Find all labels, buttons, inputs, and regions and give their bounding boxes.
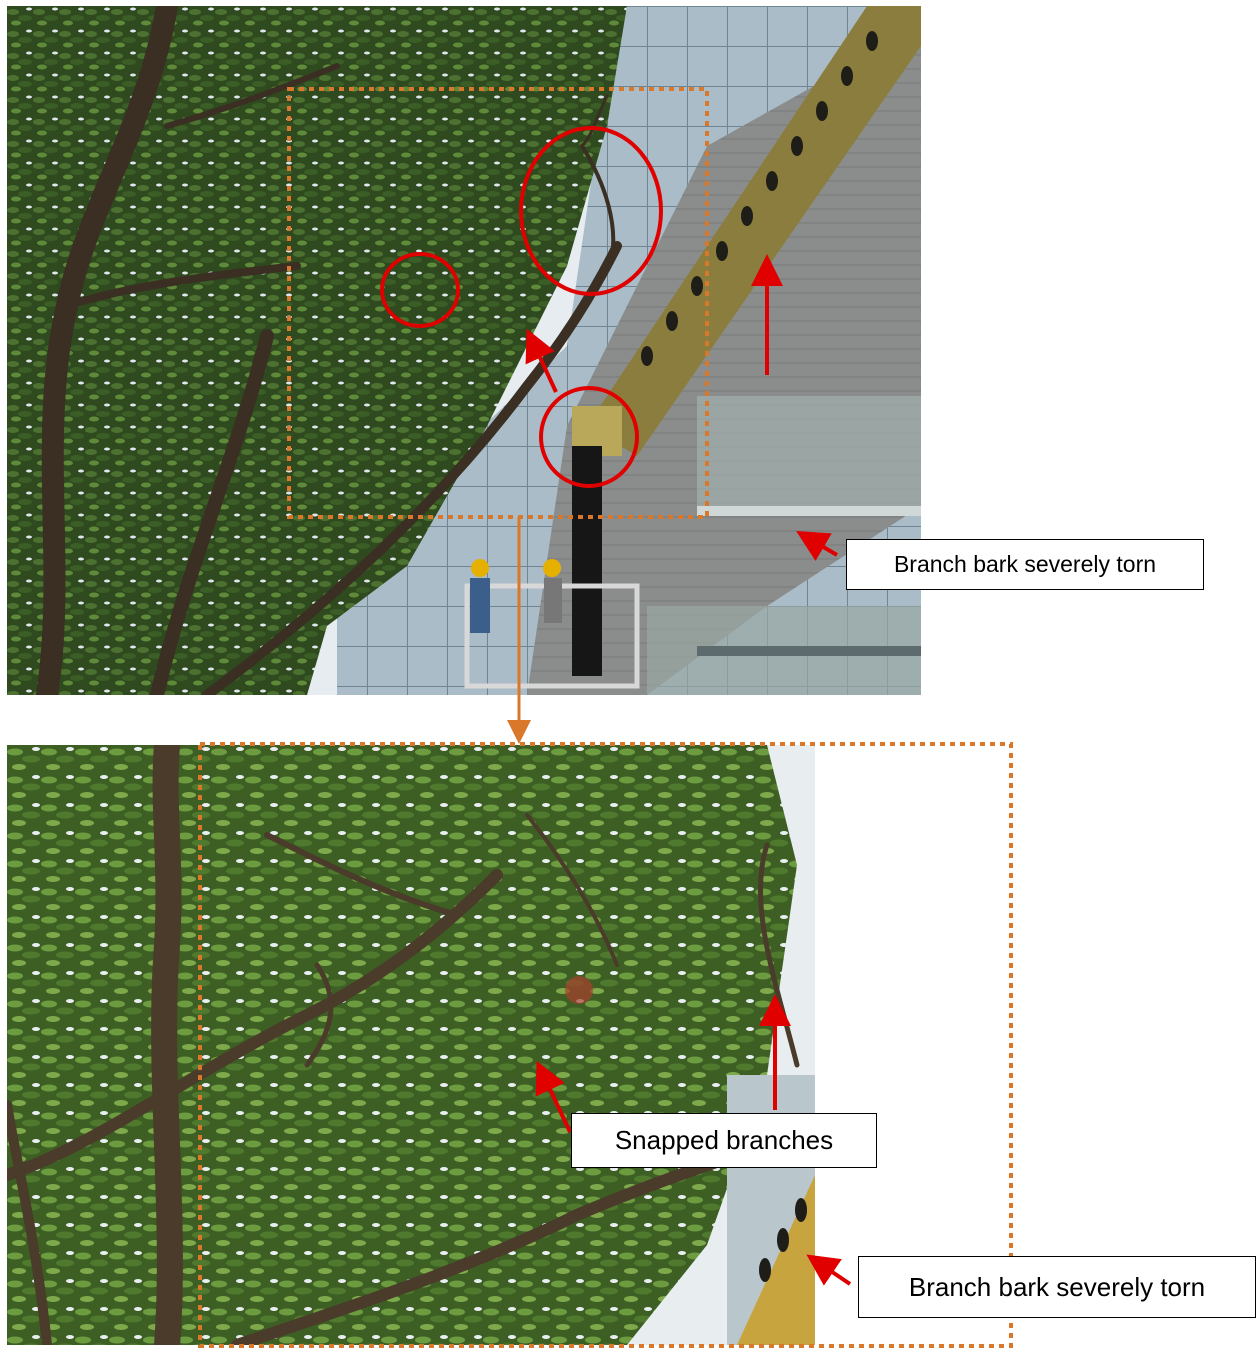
bottom-photo-scene [7,745,815,1345]
top-photo-scene [7,6,921,695]
callout-snapped-branches: Snapped branches [571,1113,877,1168]
callout-branch-bark-torn-top: Branch bark severely torn [846,539,1204,590]
callout-branch-bark-torn-bottom: Branch bark severely torn [858,1256,1256,1318]
bottom-photo [7,745,815,1345]
arrow-to-bottom-callout [806,1254,852,1286]
top-photo [7,6,921,695]
